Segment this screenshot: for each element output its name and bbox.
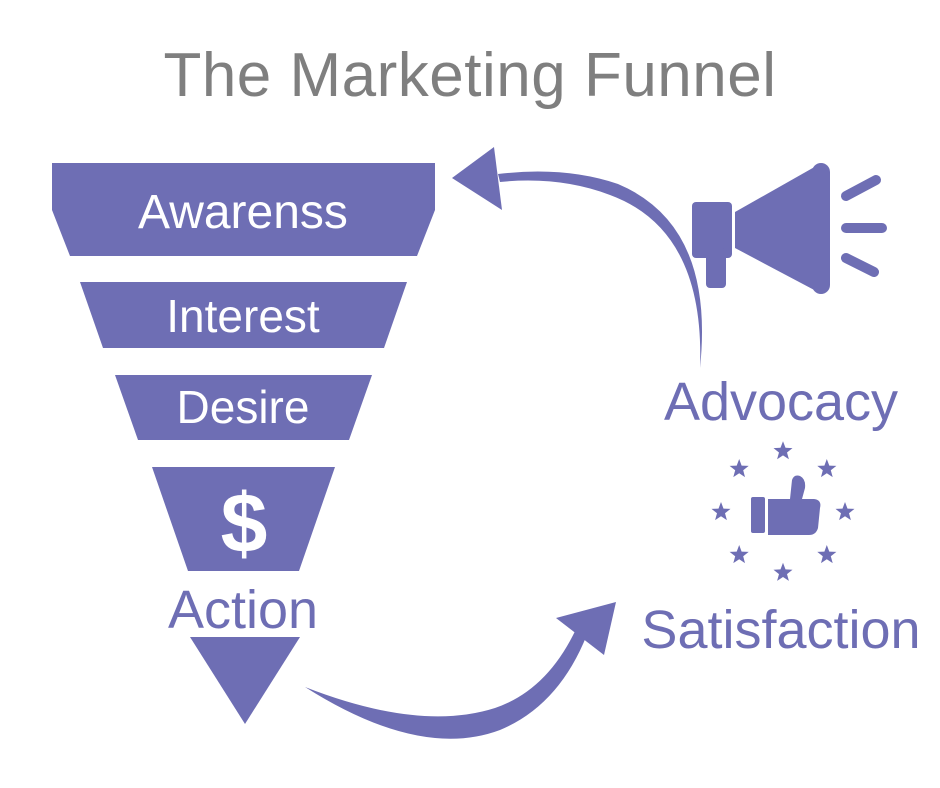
funnel-stage-action-shape <box>152 467 335 571</box>
funnel-stage-awareness-shape <box>52 163 435 256</box>
star-icon <box>711 502 731 521</box>
star-icon <box>729 459 749 478</box>
arrow-action-to-satisfaction <box>305 602 616 739</box>
funnel-stage-interest-label: Interest <box>166 290 320 342</box>
funnel-stage-interest-shape <box>80 282 407 348</box>
dollar-icon: $ <box>221 476 268 570</box>
star-icon <box>773 441 793 460</box>
star-icon <box>817 459 837 478</box>
star-icon <box>773 562 793 581</box>
funnel-stage-awareness-label: Awarenss <box>138 186 348 239</box>
funnel-stage-desire-shape <box>115 375 372 440</box>
satisfaction-label: Satisfaction <box>641 600 920 660</box>
funnel-stage-desire-label: Desire <box>177 381 310 433</box>
thumbs-up-stars-icon <box>711 441 855 581</box>
star-icon <box>835 502 855 521</box>
star-icon <box>729 545 749 564</box>
arrow-advocacy-to-awareness <box>452 147 703 368</box>
star-icon <box>817 545 837 564</box>
page-title: The Marketing Funnel <box>163 41 777 110</box>
megaphone-icon <box>692 163 887 294</box>
funnel-stage-action-label: Action <box>168 580 318 640</box>
advocacy-label: Advocacy <box>664 372 898 432</box>
funnel-tip-shape <box>190 637 300 724</box>
